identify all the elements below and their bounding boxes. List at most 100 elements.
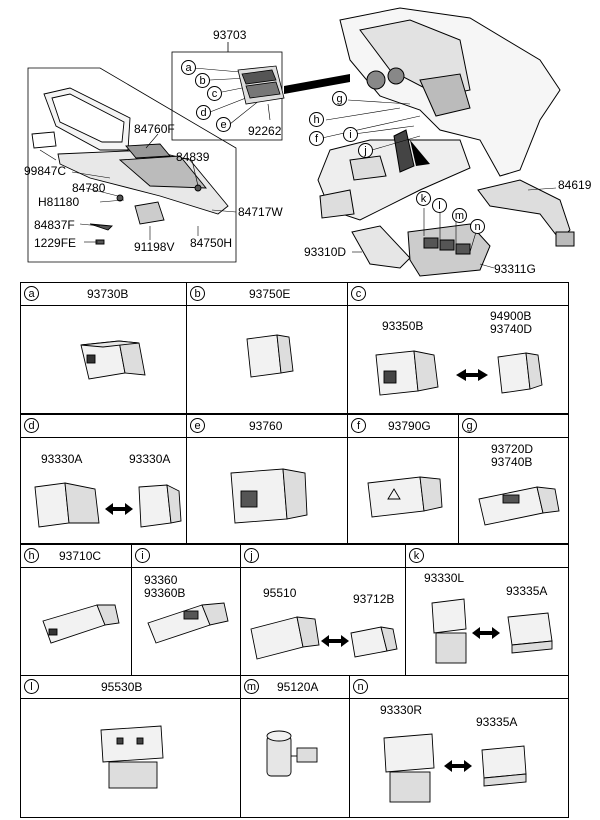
- part-number: 93350B: [382, 319, 424, 333]
- switch-icon: [147, 602, 229, 644]
- cell-b: b 93750E: [186, 282, 348, 414]
- switch-icon: [431, 598, 553, 664]
- switch-icon: [100, 725, 164, 789]
- cell-letter: e: [190, 418, 205, 433]
- cell-header: [406, 545, 568, 568]
- switch-icon: [478, 486, 560, 526]
- part-number: 93740B: [491, 455, 533, 469]
- cell-e: e 93760: [186, 414, 348, 544]
- cell-n: n 93330R 93335A: [349, 675, 569, 818]
- cell-header: [348, 283, 568, 306]
- part-number: 93330A: [129, 452, 171, 466]
- callout-letter-l: l: [432, 198, 447, 213]
- cell-letter: m: [244, 679, 259, 694]
- cell-letter: a: [24, 286, 39, 301]
- callout-letter-e: e: [216, 117, 231, 132]
- part-label-84837F: 84837F: [34, 218, 75, 232]
- cell-l: l 95530B: [20, 675, 241, 818]
- callout-letter-b: b: [195, 73, 210, 88]
- cell-letter: n: [353, 679, 368, 694]
- part-label-84839: 84839: [176, 150, 210, 164]
- part-number: 94900B: [490, 309, 532, 323]
- callout-letter-d: d: [196, 105, 211, 120]
- part-label-1229FE: 1229FE: [34, 236, 77, 250]
- cell-g: g 93720D 93740B: [458, 414, 569, 544]
- switch-icon: [367, 476, 443, 518]
- cell-k: k 93330L 93335A: [405, 544, 569, 676]
- part-number: 95510: [263, 586, 297, 600]
- part-label-84750H: 84750H: [190, 236, 233, 250]
- cell-code: 93730B: [87, 287, 129, 301]
- callout-letter-k: k: [416, 191, 431, 206]
- part-label-H81180: H81180: [38, 195, 80, 209]
- cell-letter: i: [135, 548, 150, 563]
- cell-letter: f: [351, 418, 366, 433]
- part-number: 93330R: [380, 703, 423, 717]
- callout-letter-c: c: [207, 86, 222, 101]
- part-number: 93360: [144, 573, 178, 587]
- callout-letter-h: h: [309, 112, 324, 127]
- switch-icon: [34, 482, 182, 528]
- switch-icon: [42, 604, 120, 644]
- part-label-84780: 84780: [72, 181, 106, 195]
- part-label-84619: 84619: [558, 178, 592, 192]
- cell-header: [21, 545, 131, 568]
- part-label-93310D: 93310D: [304, 245, 347, 259]
- switch-icon: [375, 350, 543, 396]
- cell-j: j 95510 93712B: [240, 544, 406, 676]
- part-number: 93360B: [144, 586, 186, 600]
- cell-header: [187, 415, 347, 438]
- cell-letter: g: [462, 418, 477, 433]
- cell-code: 93790G: [388, 419, 431, 433]
- cell-header: [241, 545, 405, 568]
- cell-letter: d: [24, 418, 39, 433]
- part-number: 93740D: [490, 322, 533, 336]
- switch-icon: [246, 334, 294, 378]
- cell-letter: b: [190, 286, 205, 301]
- part-label-99847C: 99847C: [24, 164, 67, 178]
- cell-code: 93760: [249, 419, 283, 433]
- part-label-91198V: 91198V: [134, 240, 175, 254]
- cell-header: [21, 415, 186, 438]
- switch-icon: [80, 340, 146, 380]
- part-number: 93330A: [41, 452, 83, 466]
- part-label-84717W: 84717W: [238, 205, 283, 219]
- cell-header: [459, 415, 568, 438]
- callout-letter-m: m: [452, 208, 467, 223]
- part-label-84760F: 84760F: [134, 122, 175, 136]
- part-number: 93335A: [476, 715, 518, 729]
- part-number: 93712B: [353, 592, 395, 606]
- cell-header: [348, 415, 458, 438]
- cell-a: a 93730B: [20, 282, 187, 414]
- part-label-93703: 93703: [213, 28, 247, 42]
- cell-i: i 93360 93360B: [131, 544, 241, 676]
- part-label-92262: 92262: [248, 124, 282, 138]
- callout-letter-j: j: [358, 143, 373, 158]
- cell-header: [132, 545, 240, 568]
- callout-letter-g: g: [332, 91, 347, 106]
- cell-header: [350, 676, 568, 699]
- cell-f: f 93790G: [347, 414, 459, 544]
- callout-letter-i: i: [343, 127, 358, 142]
- cell-code: 93750E: [249, 287, 291, 301]
- assembly-bracket: [27, 7, 575, 277]
- switch-icon: [266, 730, 318, 777]
- cell-d: d 93330A 93330A: [20, 414, 187, 544]
- callout-letter-n: n: [470, 219, 485, 234]
- cell-c: c 93350B 94900B 93740D: [347, 282, 569, 414]
- callout-letter-a: a: [181, 60, 196, 75]
- cell-header: [241, 676, 349, 699]
- cell-h: h 93710C: [20, 544, 132, 676]
- part-number: 93330L: [424, 571, 465, 585]
- cell-letter: l: [24, 679, 39, 694]
- cell-code: 95120A: [277, 680, 319, 694]
- cell-m: m 95120A: [240, 675, 350, 818]
- switch-icon: [230, 468, 308, 524]
- callout-letter-f: f: [309, 131, 324, 146]
- part-number: 93720D: [491, 442, 534, 456]
- cell-letter: j: [244, 548, 259, 563]
- cell-code: 95530B: [101, 680, 143, 694]
- cell-code: 93710C: [59, 549, 102, 563]
- top-diagram: 93703: [0, 0, 600, 280]
